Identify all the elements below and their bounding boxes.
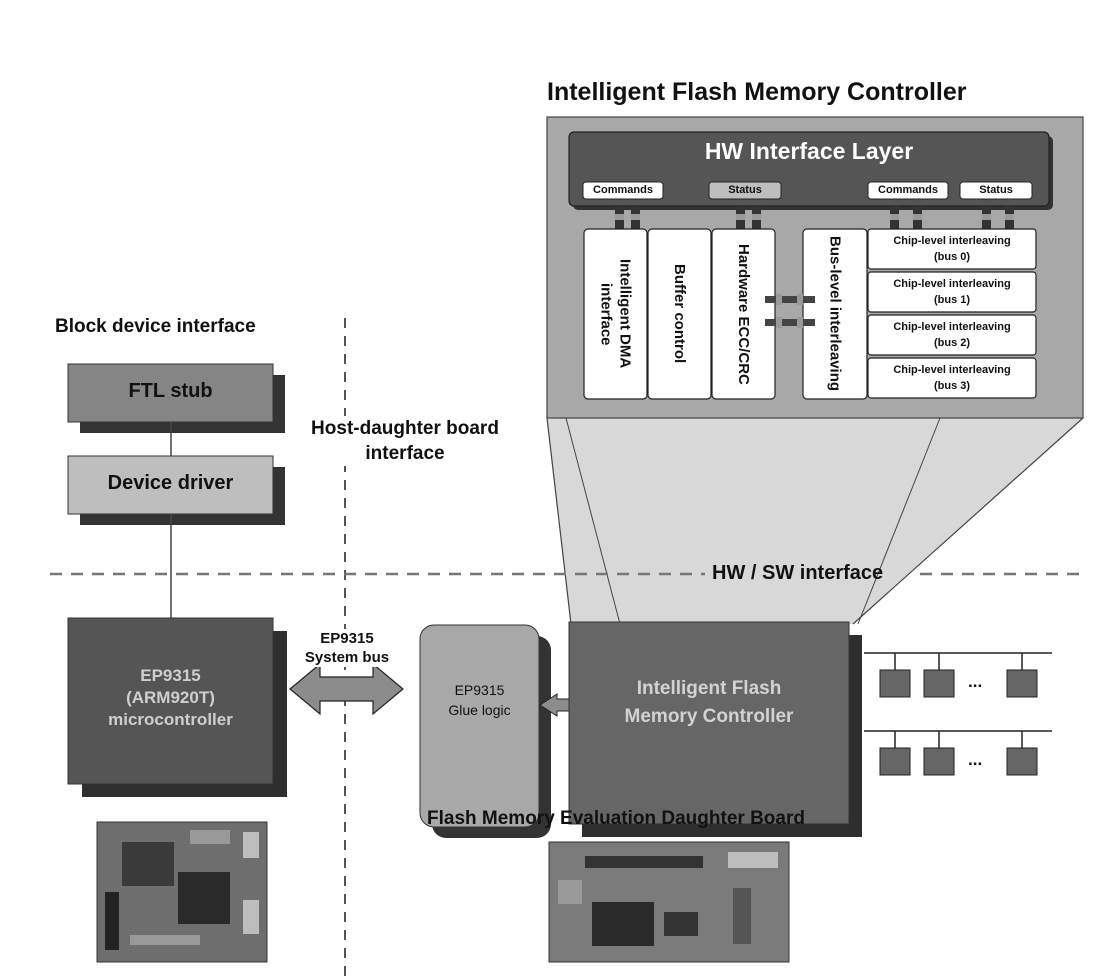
- funnel-inner-line-left: [565, 417, 621, 625]
- daughter-board-photo: [548, 841, 790, 963]
- flash-bus-bottom: [864, 730, 1052, 748]
- port-commands-box: [582, 181, 664, 200]
- system-bus-arrow: [289, 662, 404, 716]
- module-ecc-box: [711, 228, 776, 400]
- hw-sw-interface-label: HW / SW interface: [712, 562, 884, 584]
- chip-interleaving-label-3: Chip-level interleaving(bus 3): [893, 364, 1011, 392]
- module-buffer-label: Buffer control: [671, 264, 688, 364]
- ecc-bus-bridge: [765, 294, 815, 328]
- funnel-edge-right: [852, 417, 1084, 625]
- device-driver-box: [67, 455, 274, 515]
- chip-interleaving-label-1: Chip-level interleaving(bus 1): [893, 278, 1011, 306]
- glue-logic-box: [419, 624, 540, 828]
- port-commands-box: [867, 181, 949, 200]
- funnel-edge-left: [546, 417, 572, 625]
- ifmc-box: [568, 621, 850, 825]
- ftl-stub-label: FTL stub: [128, 380, 213, 402]
- chip-interleaving-label-2: Chip-level interleaving(bus 2): [893, 321, 1011, 349]
- flash-chips-bottom: [879, 747, 1038, 776]
- hw-interface-layer-title: HW Interface Layer: [704, 138, 914, 164]
- module-dma-box: [583, 228, 648, 400]
- flash-bus-top: [864, 652, 1052, 670]
- module-bus-interleaving-box: [802, 228, 868, 400]
- flash-chips-top: [879, 669, 1038, 698]
- port-status-label: Status: [979, 184, 1013, 196]
- port-commands-label: Commands: [593, 184, 653, 196]
- host-board-photo: [96, 821, 268, 963]
- port-status-box: [708, 181, 782, 200]
- device-driver-label: Device driver: [107, 472, 234, 494]
- module-buffer-box: [647, 228, 712, 400]
- module-bus-interleaving-label: Bus-level interleaving: [826, 236, 844, 392]
- chip-interleaving-box-0: [867, 228, 1037, 270]
- controller-title: Intelligent Flash Memory Controller: [547, 78, 967, 106]
- port-status-box: [959, 181, 1033, 200]
- port-commands-label: Commands: [878, 184, 938, 196]
- funnel-inner-line-right: [857, 417, 941, 625]
- microcontroller-box: [67, 617, 274, 785]
- chip-interleaving-box-2: [867, 314, 1037, 356]
- daughter-board-label: Flash Memory Evaluation Daughter Board: [427, 808, 805, 829]
- chip-interleaving-box-1: [867, 271, 1037, 313]
- flash-ellipsis-bottom: ...: [968, 750, 983, 769]
- port-connector-highlights: [615, 214, 1014, 220]
- flash-ellipsis-top: ...: [968, 672, 983, 691]
- chip-interleaving-box-3: [867, 357, 1037, 399]
- port-status-label: Status: [728, 184, 762, 196]
- chip-interleaving-label-0: Chip-level interleaving(bus 0): [893, 235, 1011, 263]
- microcontroller-label: EP9315(ARM920T)microcontroller: [108, 666, 233, 729]
- block-device-interface-label: Block device interface: [55, 316, 256, 337]
- module-ecc-label: Hardware ECC/CRC: [735, 243, 752, 385]
- zoom-funnel: [547, 418, 1083, 624]
- ftl-stub-box: [67, 363, 274, 423]
- module-dma-label: Intelligent DMA interface: [597, 259, 634, 369]
